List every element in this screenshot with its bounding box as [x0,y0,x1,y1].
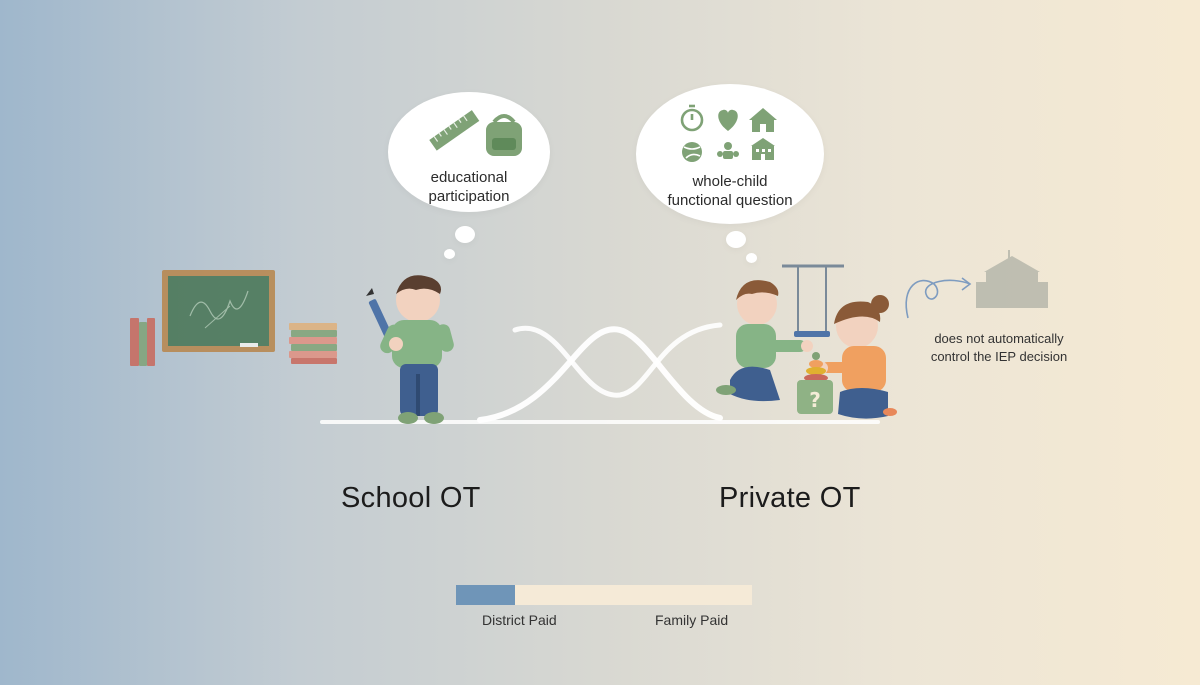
school-bubble-line2: participation [428,188,510,205]
iep-decision-decor [905,250,1048,319]
school-ot-label: School OT [341,482,481,514]
chalkboard-icon [162,270,275,352]
ball-icon [682,142,702,162]
private-bubble-line2: functional question [667,192,793,209]
school-thought-bubble: educational participation [388,92,550,212]
books-stack-icon [289,323,337,364]
funding-bar [456,585,752,605]
private-ot-label: Private OT [719,482,861,514]
school-child-illustration [366,275,454,424]
private-thought-bubble: whole-child functional question [636,84,824,224]
school-bubble-tail-small [444,249,455,259]
home-icon [749,108,777,132]
backpack-icon [486,114,522,156]
private-bubble-tail-large [726,231,746,248]
swing-icon [782,264,844,332]
curved-arrow-icon [905,277,972,319]
family-paid-label: Family Paid [655,612,729,628]
private-bubble-tail-small [746,253,757,263]
social-icon [717,142,739,159]
private-bubble-line1: whole-child [692,173,768,190]
svg-text:?: ? [809,388,821,412]
faded-school-building-icon [976,250,1048,308]
district-paid-segment [456,585,516,605]
private-play-illustration: ? [716,264,897,419]
ruler-icon [429,110,480,151]
school-building-icon [751,138,775,160]
iep-note-line1: does not automatically [934,331,1064,346]
heart-icon [718,109,738,131]
timer-icon [680,104,704,132]
school-bubble-tail-large [455,226,475,243]
question-box-icon: ? [797,380,833,414]
iep-note: does not automatically control the IEP d… [914,330,1084,366]
crossing-paths [477,322,723,423]
books-left-icon [130,318,155,366]
family-paid-segment [515,585,752,605]
school-bubble-line1: educational [430,169,508,186]
district-paid-label: District Paid [482,612,557,628]
iep-note-line2: control the IEP decision [930,349,1068,364]
